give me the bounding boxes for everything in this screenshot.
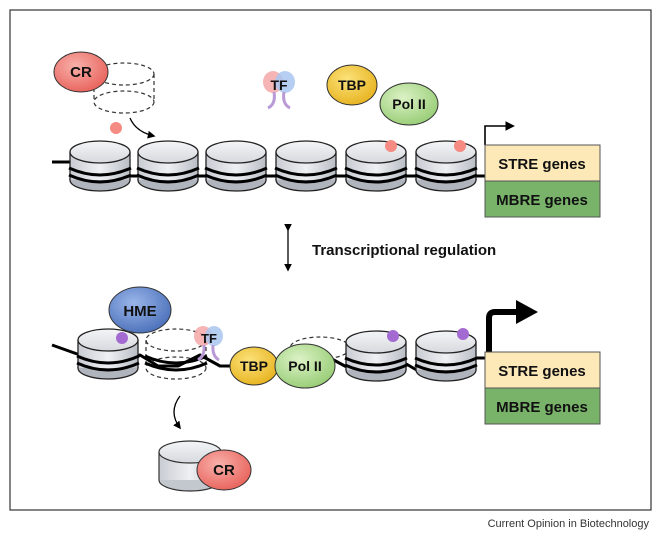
mbre-genes-label: MBRE genes <box>496 192 588 209</box>
tf-label: TF <box>201 331 217 346</box>
recruit-arrow <box>129 117 156 139</box>
tf-protein <box>263 71 295 110</box>
histone-mark-pink <box>110 122 122 134</box>
mbre-genes-box <box>484 180 601 218</box>
stre-genes-label: STRE genes <box>498 363 586 380</box>
nucleosome <box>204 140 268 192</box>
tbp-label: TBP <box>338 77 366 93</box>
transcription-arrow-weak <box>484 121 515 145</box>
transcription-arrow-strong <box>486 309 518 352</box>
tf-label: TF <box>270 77 288 93</box>
histone-mark-purple <box>457 328 469 340</box>
nucleosome <box>274 140 338 192</box>
mbre-genes-label: MBRE genes <box>496 399 588 416</box>
cr-label: CR <box>213 462 235 479</box>
nucleosome <box>414 140 478 192</box>
nucleosome <box>76 328 140 380</box>
histone-mark-pink <box>385 140 397 152</box>
nucleosome <box>68 140 132 192</box>
figure-frame <box>9 9 652 511</box>
journal-credit: Current Opinion in Biotechnology <box>487 518 649 530</box>
nucleosome <box>344 330 408 382</box>
hme-protein <box>108 286 172 334</box>
pol2-label: Pol II <box>288 358 321 374</box>
cr-label: CR <box>70 64 92 81</box>
cr-protein <box>53 51 109 93</box>
stre-genes-box <box>484 144 601 182</box>
cr-protein <box>196 449 252 491</box>
transcriptional-regulation-label: Transcriptional regulation <box>312 242 496 259</box>
histone-mark-purple <box>387 330 399 342</box>
dashed-nucleosome-outline <box>93 62 155 114</box>
transcription-arrow-head <box>516 300 538 324</box>
stre-genes-label: STRE genes <box>498 156 586 173</box>
nucleosome <box>136 140 200 192</box>
eviction-arrow <box>173 395 181 430</box>
tbp-protein <box>326 64 378 106</box>
pol2-protein <box>274 343 336 389</box>
mbre-genes-box <box>484 387 601 425</box>
hme-label: HME <box>123 303 156 320</box>
histone-mark-pink <box>454 140 466 152</box>
histone-mark-purple <box>116 332 128 344</box>
pol2-protein <box>379 82 439 126</box>
nucleosome <box>344 140 408 192</box>
nucleosome <box>414 330 478 382</box>
tbp-label: TBP <box>240 358 268 374</box>
tf-protein <box>194 326 223 362</box>
pol2-label: Pol II <box>392 96 425 112</box>
